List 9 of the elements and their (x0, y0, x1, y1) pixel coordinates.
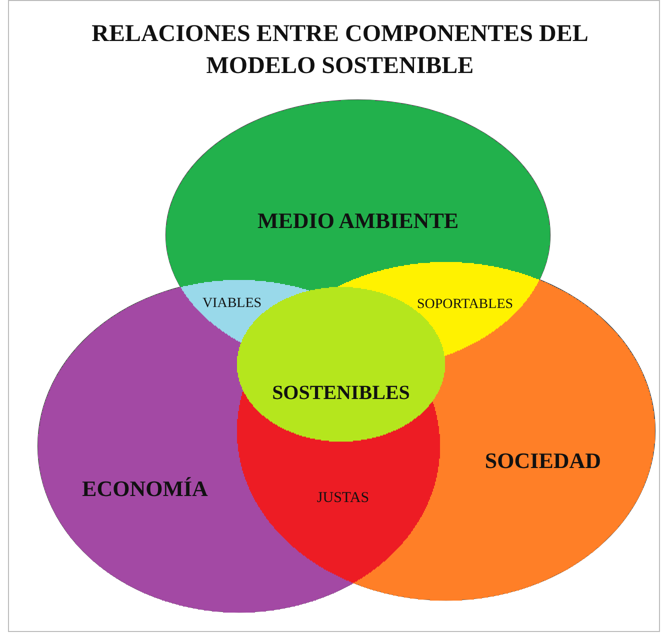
region-label: ECONOMÍA (82, 476, 208, 501)
region-label: JUSTAS (316, 490, 370, 506)
title: RELACIONES ENTRE COMPONENTES DEL MODELO SOSTENIBLE (90, 20, 590, 81)
region-label: VIABLES (202, 296, 262, 311)
region-label: SOCIEDAD (484, 448, 602, 473)
region-label: MEDIO AMBIENTE (257, 208, 459, 233)
region-label: SOPORTABLES (416, 297, 514, 312)
environment-region (166, 100, 550, 292)
region-label: SOSTENIBLES (272, 382, 410, 404)
